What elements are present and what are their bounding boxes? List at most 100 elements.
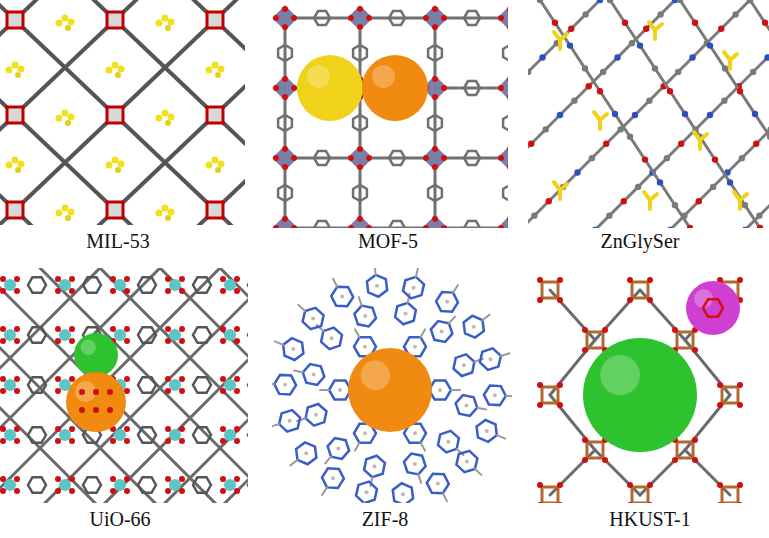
- atom: [757, 225, 763, 228]
- ring: [28, 477, 46, 493]
- structure-label: MIL-53: [86, 230, 149, 252]
- atom: [465, 460, 469, 464]
- ring: [464, 221, 480, 228]
- metal-node: [207, 107, 223, 123]
- bond: [215, 115, 245, 210]
- atom: [14, 476, 20, 482]
- atom: [331, 476, 335, 480]
- ring: [364, 456, 385, 478]
- ring: [28, 327, 46, 343]
- atom: [742, 202, 748, 208]
- atom: [59, 479, 71, 491]
- atom: [283, 383, 287, 387]
- atom: [363, 314, 367, 318]
- atom: [206, 67, 213, 74]
- atom: [107, 407, 113, 413]
- atom: [15, 72, 21, 78]
- atom: [124, 438, 130, 444]
- atom: [629, 40, 635, 46]
- atom: [14, 326, 20, 332]
- atom: [747, 0, 753, 3]
- atom: [107, 389, 113, 395]
- atom: [627, 134, 633, 140]
- cu-paddlewheel: [542, 487, 558, 503]
- atom: [212, 62, 219, 69]
- metal-node: [7, 12, 23, 28]
- atom: [65, 120, 71, 126]
- atom: [288, 419, 292, 423]
- atom: [635, 184, 641, 190]
- highlight: [81, 340, 96, 355]
- atom: [603, 141, 609, 147]
- zn-cluster: [422, 145, 447, 170]
- bond: [100, 268, 248, 503]
- atom: [312, 373, 316, 377]
- pore-sphere: [74, 333, 118, 377]
- atom: [692, 20, 698, 26]
- atom: [291, 347, 295, 351]
- structure-label: UiO-66: [89, 508, 150, 530]
- atom: [557, 502, 563, 503]
- atom: [234, 288, 240, 294]
- atom: [642, 156, 648, 162]
- highlight: [600, 355, 640, 395]
- atom: [179, 476, 185, 482]
- ring: [503, 115, 508, 131]
- bond: [294, 371, 303, 373]
- atom: [657, 179, 663, 185]
- structure-label: ZIF-8: [362, 508, 409, 530]
- bond: [15, 210, 115, 225]
- bond: [451, 389, 460, 391]
- atom: [273, 85, 279, 91]
- atom: [212, 157, 219, 164]
- atom: [6, 67, 13, 74]
- atom: [692, 437, 698, 443]
- bond: [272, 424, 279, 427]
- ring: [477, 420, 497, 442]
- atom: [15, 167, 21, 173]
- ring: [464, 316, 484, 338]
- atom: [689, 54, 695, 60]
- atom: [546, 198, 552, 204]
- ring: [279, 410, 300, 432]
- ring: [464, 81, 480, 95]
- metal-node: [107, 202, 123, 218]
- atom: [14, 488, 20, 494]
- zn-cluster: [272, 215, 297, 228]
- atom: [162, 15, 169, 22]
- atom: [612, 111, 618, 117]
- atom: [717, 402, 723, 408]
- atom: [336, 446, 340, 450]
- atom: [707, 112, 713, 118]
- structure-label: ZnGlySer: [601, 230, 680, 252]
- atom: [179, 488, 185, 494]
- bond: [333, 279, 337, 287]
- atom: [678, 141, 684, 147]
- atom: [537, 502, 543, 503]
- atom: [710, 184, 716, 190]
- atom: [314, 413, 318, 417]
- bond: [416, 268, 418, 277]
- atom: [647, 297, 653, 303]
- atom: [124, 426, 130, 432]
- atom: [115, 72, 121, 78]
- bond: [540, 0, 690, 228]
- atom: [507, 146, 508, 152]
- atom: [687, 225, 693, 228]
- atom: [110, 326, 116, 332]
- atom: [68, 19, 75, 26]
- atom: [682, 111, 688, 117]
- atom: [582, 11, 588, 17]
- atom: [218, 66, 225, 73]
- atom: [401, 492, 405, 496]
- ring: [353, 115, 367, 131]
- atom: [432, 6, 438, 12]
- atom: [507, 94, 508, 100]
- atom: [600, 69, 606, 75]
- bond: [528, 0, 750, 228]
- ring: [356, 482, 377, 503]
- atom: [602, 457, 608, 463]
- atom: [179, 288, 185, 294]
- atom: [14, 388, 20, 394]
- bond: [115, 20, 215, 115]
